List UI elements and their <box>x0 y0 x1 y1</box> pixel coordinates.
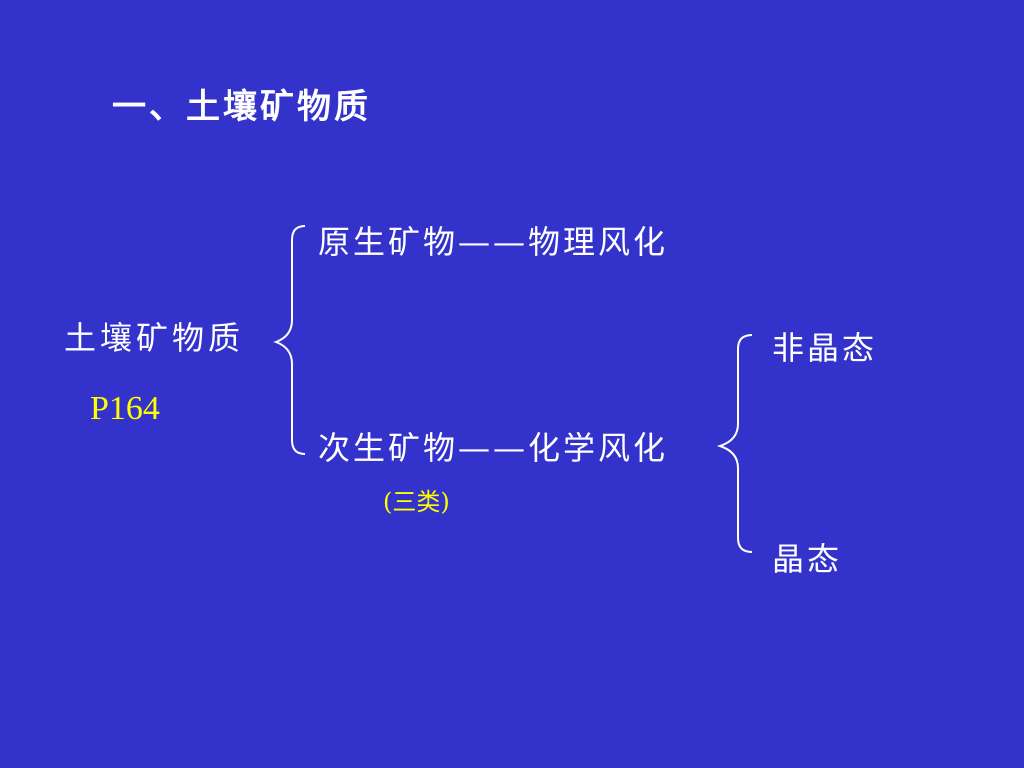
root-node-label: 土壤矿物质 <box>64 319 245 357</box>
page-reference: P164 <box>90 390 160 427</box>
secondary-minerals-branch: 次生矿物——化学风化 <box>318 429 669 467</box>
non-crystalline-branch: 非晶态 <box>772 329 878 367</box>
secondary-brace <box>716 334 753 553</box>
slide-title: 一、土壤矿物质 <box>112 87 371 127</box>
main-brace <box>273 225 306 455</box>
crystalline-branch: 晶态 <box>772 540 843 578</box>
secondary-minerals-note: (三类) <box>383 488 450 516</box>
primary-minerals-branch: 原生矿物——物理风化 <box>318 223 669 261</box>
